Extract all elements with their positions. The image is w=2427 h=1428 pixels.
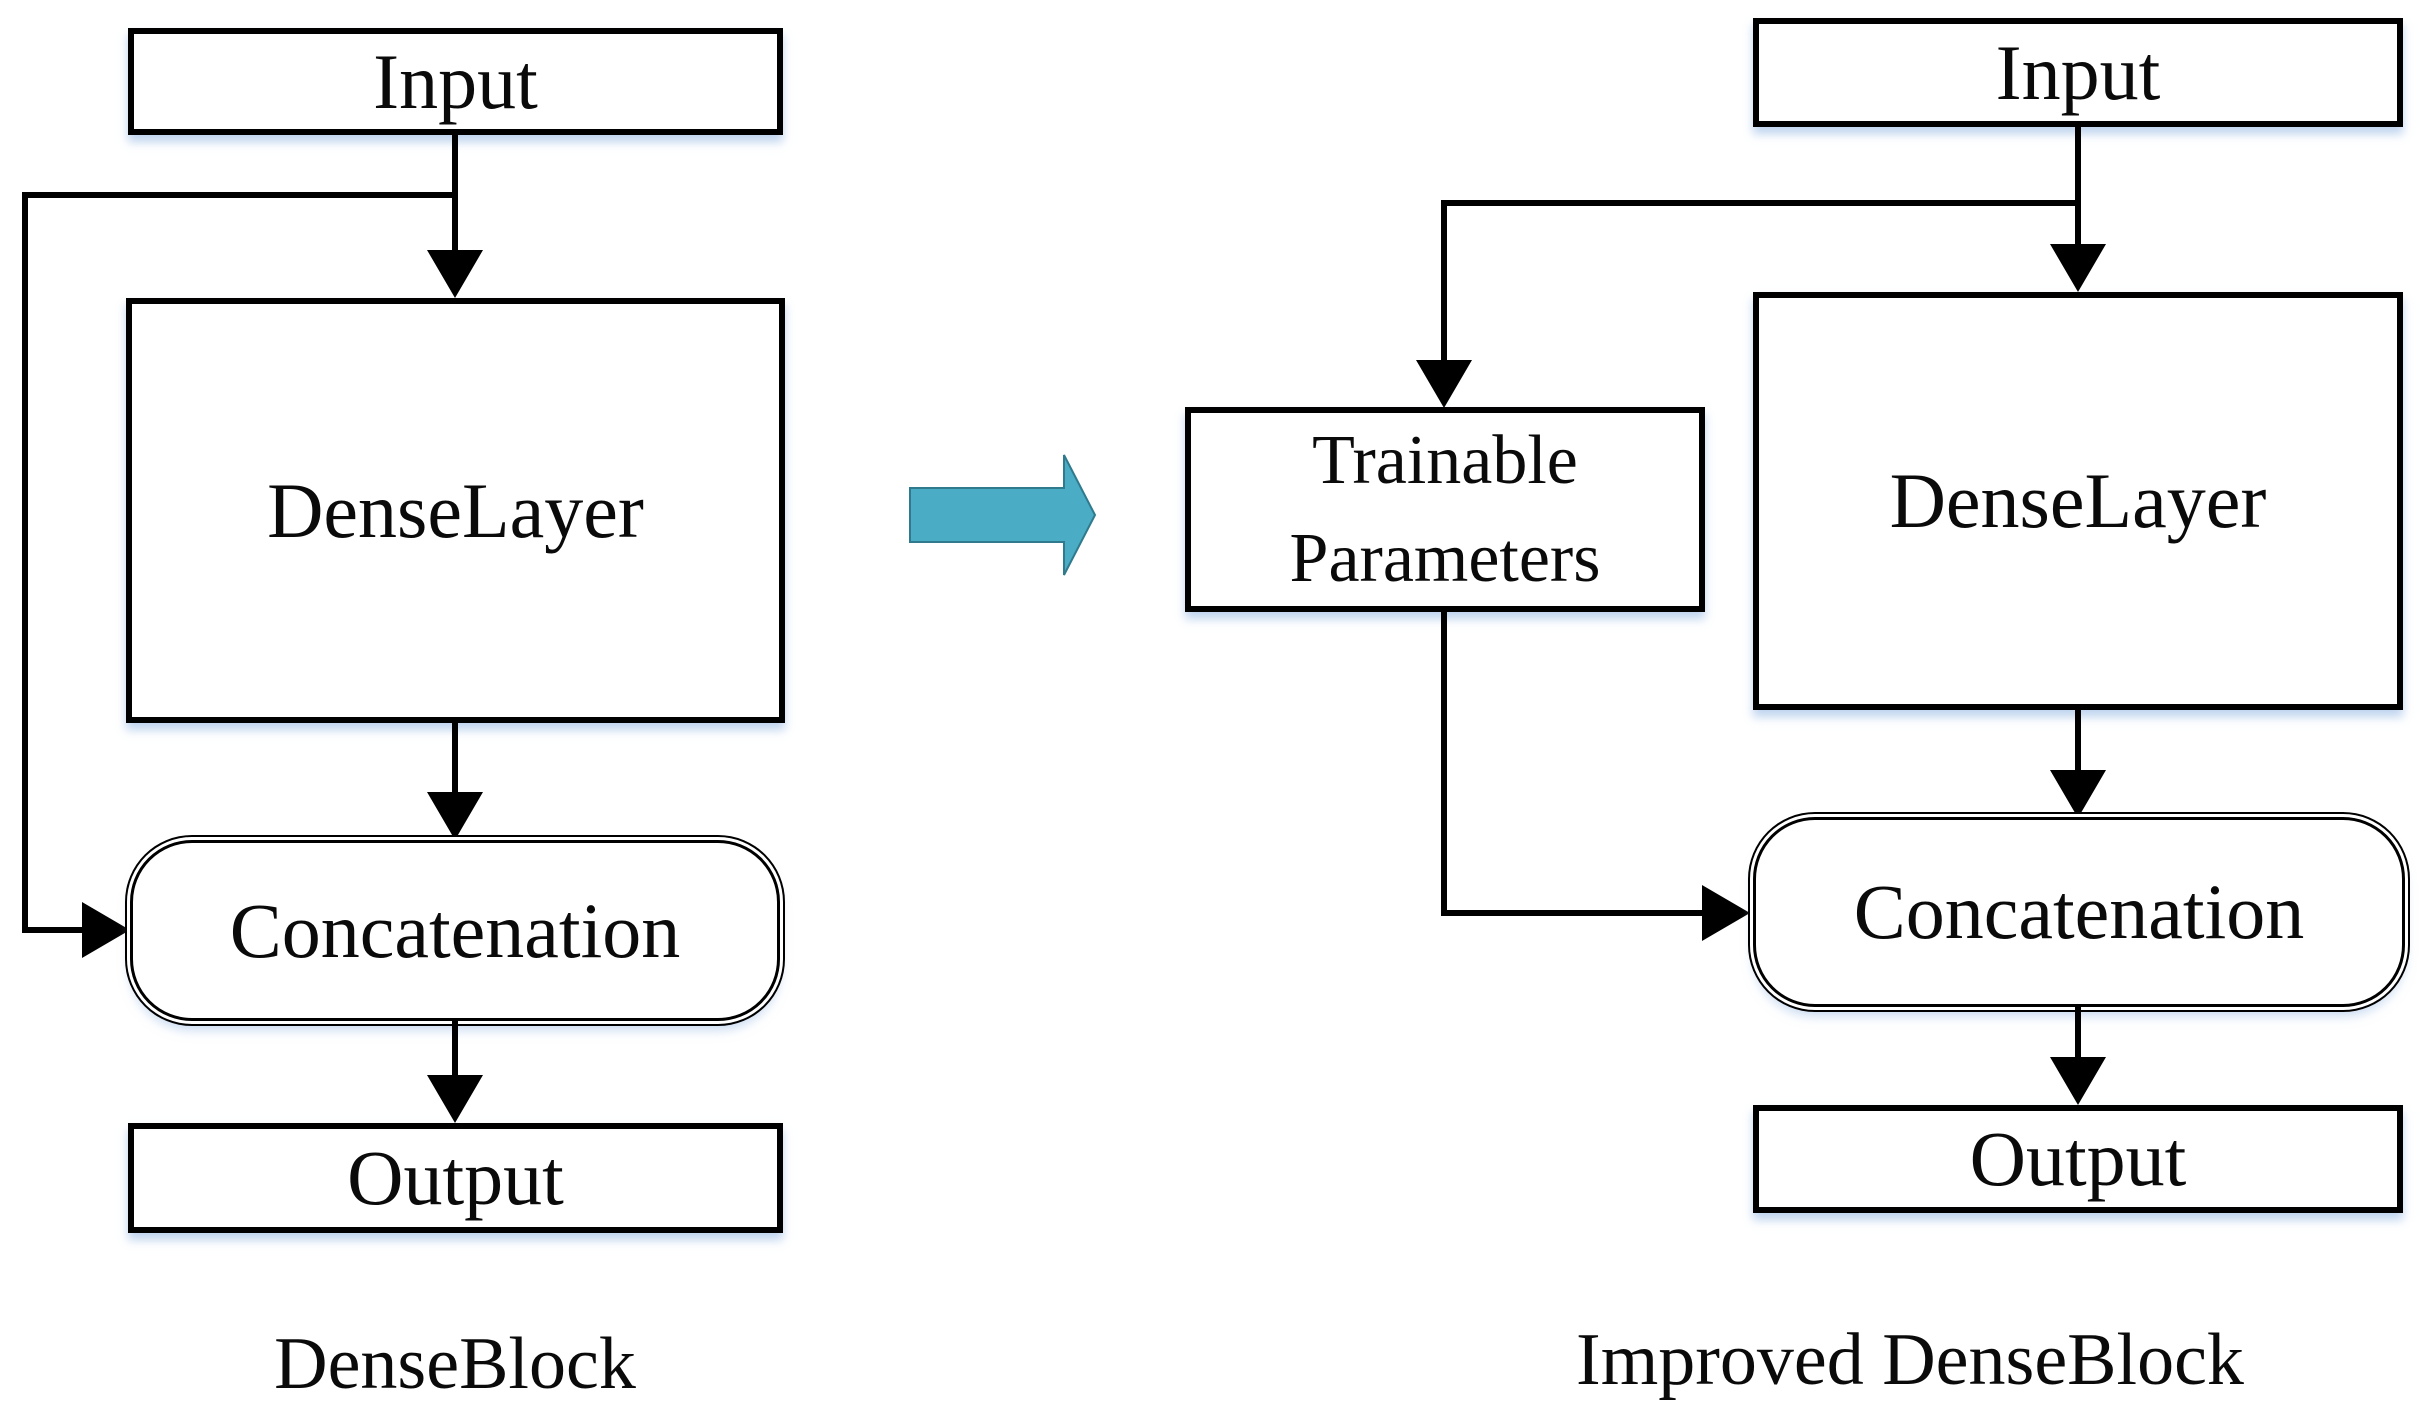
left-concatenation-box: Concatenation	[130, 840, 780, 1021]
right-denselayer-label: DenseLayer	[1889, 457, 2267, 545]
transform-arrow-shape	[909, 454, 1097, 576]
right-branch-vertical-line	[1441, 200, 1447, 360]
left-input-label: Input	[373, 37, 538, 125]
right-input-to-denselayer-arrowhead-icon	[2050, 244, 2106, 292]
right-concatenation-label: Concatenation	[1853, 868, 2305, 955]
right-output-label: Output	[1969, 1115, 2187, 1203]
transform-arrow-icon	[909, 454, 1097, 576]
right-denselayer-to-concat-line	[2075, 710, 2081, 772]
trainable-parameters-box: Trainable Parameters	[1185, 407, 1705, 612]
tp-to-concat-vertical-line	[1441, 612, 1447, 916]
left-input-to-denselayer-arrowhead-icon	[427, 250, 483, 298]
left-skip-horizontal-line	[22, 192, 455, 198]
tp-to-concat-arrowhead-icon	[1702, 885, 1750, 941]
right-input-label: Input	[1995, 28, 2161, 116]
right-branch-arrowhead-icon	[1416, 360, 1472, 408]
left-denselayer-to-concat-arrowhead-icon	[427, 792, 483, 840]
right-input-box: Input	[1753, 18, 2403, 127]
trainable-parameters-label: Trainable Parameters	[1289, 421, 1601, 597]
left-concat-to-output-arrowhead-icon	[427, 1075, 483, 1123]
left-concatenation-label: Concatenation	[229, 886, 681, 974]
right-denselayer-box: DenseLayer	[1753, 292, 2403, 710]
right-branch-horizontal-line	[1441, 200, 2081, 206]
left-skip-vertical-line	[22, 192, 28, 933]
left-denselayer-to-concat-line	[452, 723, 458, 793]
right-concat-to-output-arrowhead-icon	[2050, 1057, 2106, 1105]
left-output-label: Output	[347, 1134, 564, 1222]
right-input-to-denselayer-line	[2075, 127, 2081, 250]
left-skip-arrowhead-icon	[82, 902, 130, 958]
right-caption: Improved DenseBlock	[1576, 1319, 2244, 1401]
right-output-box: Output	[1753, 1105, 2403, 1213]
tp-to-concat-horizontal-line	[1441, 910, 1702, 916]
left-caption: DenseBlock	[274, 1323, 636, 1405]
left-input-to-denselayer-line	[452, 135, 458, 252]
left-concat-to-output-line	[452, 1021, 458, 1077]
left-skip-into-concat-line	[22, 927, 82, 933]
right-concatenation-box: Concatenation	[1753, 817, 2405, 1007]
left-denselayer-box: DenseLayer	[126, 298, 785, 723]
right-denselayer-to-concat-arrowhead-icon	[2050, 770, 2106, 818]
left-denselayer-label: DenseLayer	[267, 466, 644, 554]
left-output-box: Output	[128, 1123, 783, 1233]
right-concat-to-output-line	[2075, 1007, 2081, 1059]
left-input-box: Input	[128, 28, 783, 135]
